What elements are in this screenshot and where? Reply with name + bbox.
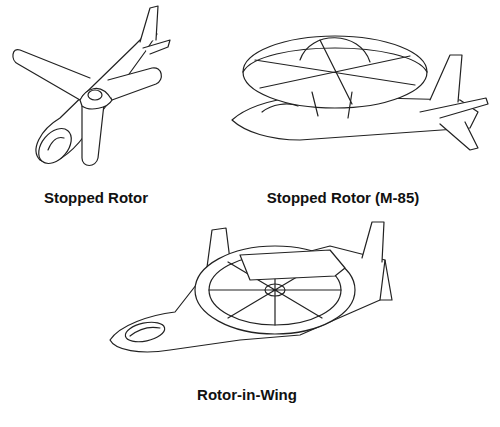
aircraft-caption: Rotor-in-Wing	[197, 386, 297, 404]
aircraft-caption: Stopped Rotor	[44, 189, 148, 207]
stopped-rotor-aircraft	[13, 6, 170, 170]
m85-aircraft	[232, 36, 488, 150]
aircraft-caption: Stopped Rotor (M-85)	[267, 189, 419, 207]
rotor-in-wing-aircraft	[110, 222, 392, 352]
